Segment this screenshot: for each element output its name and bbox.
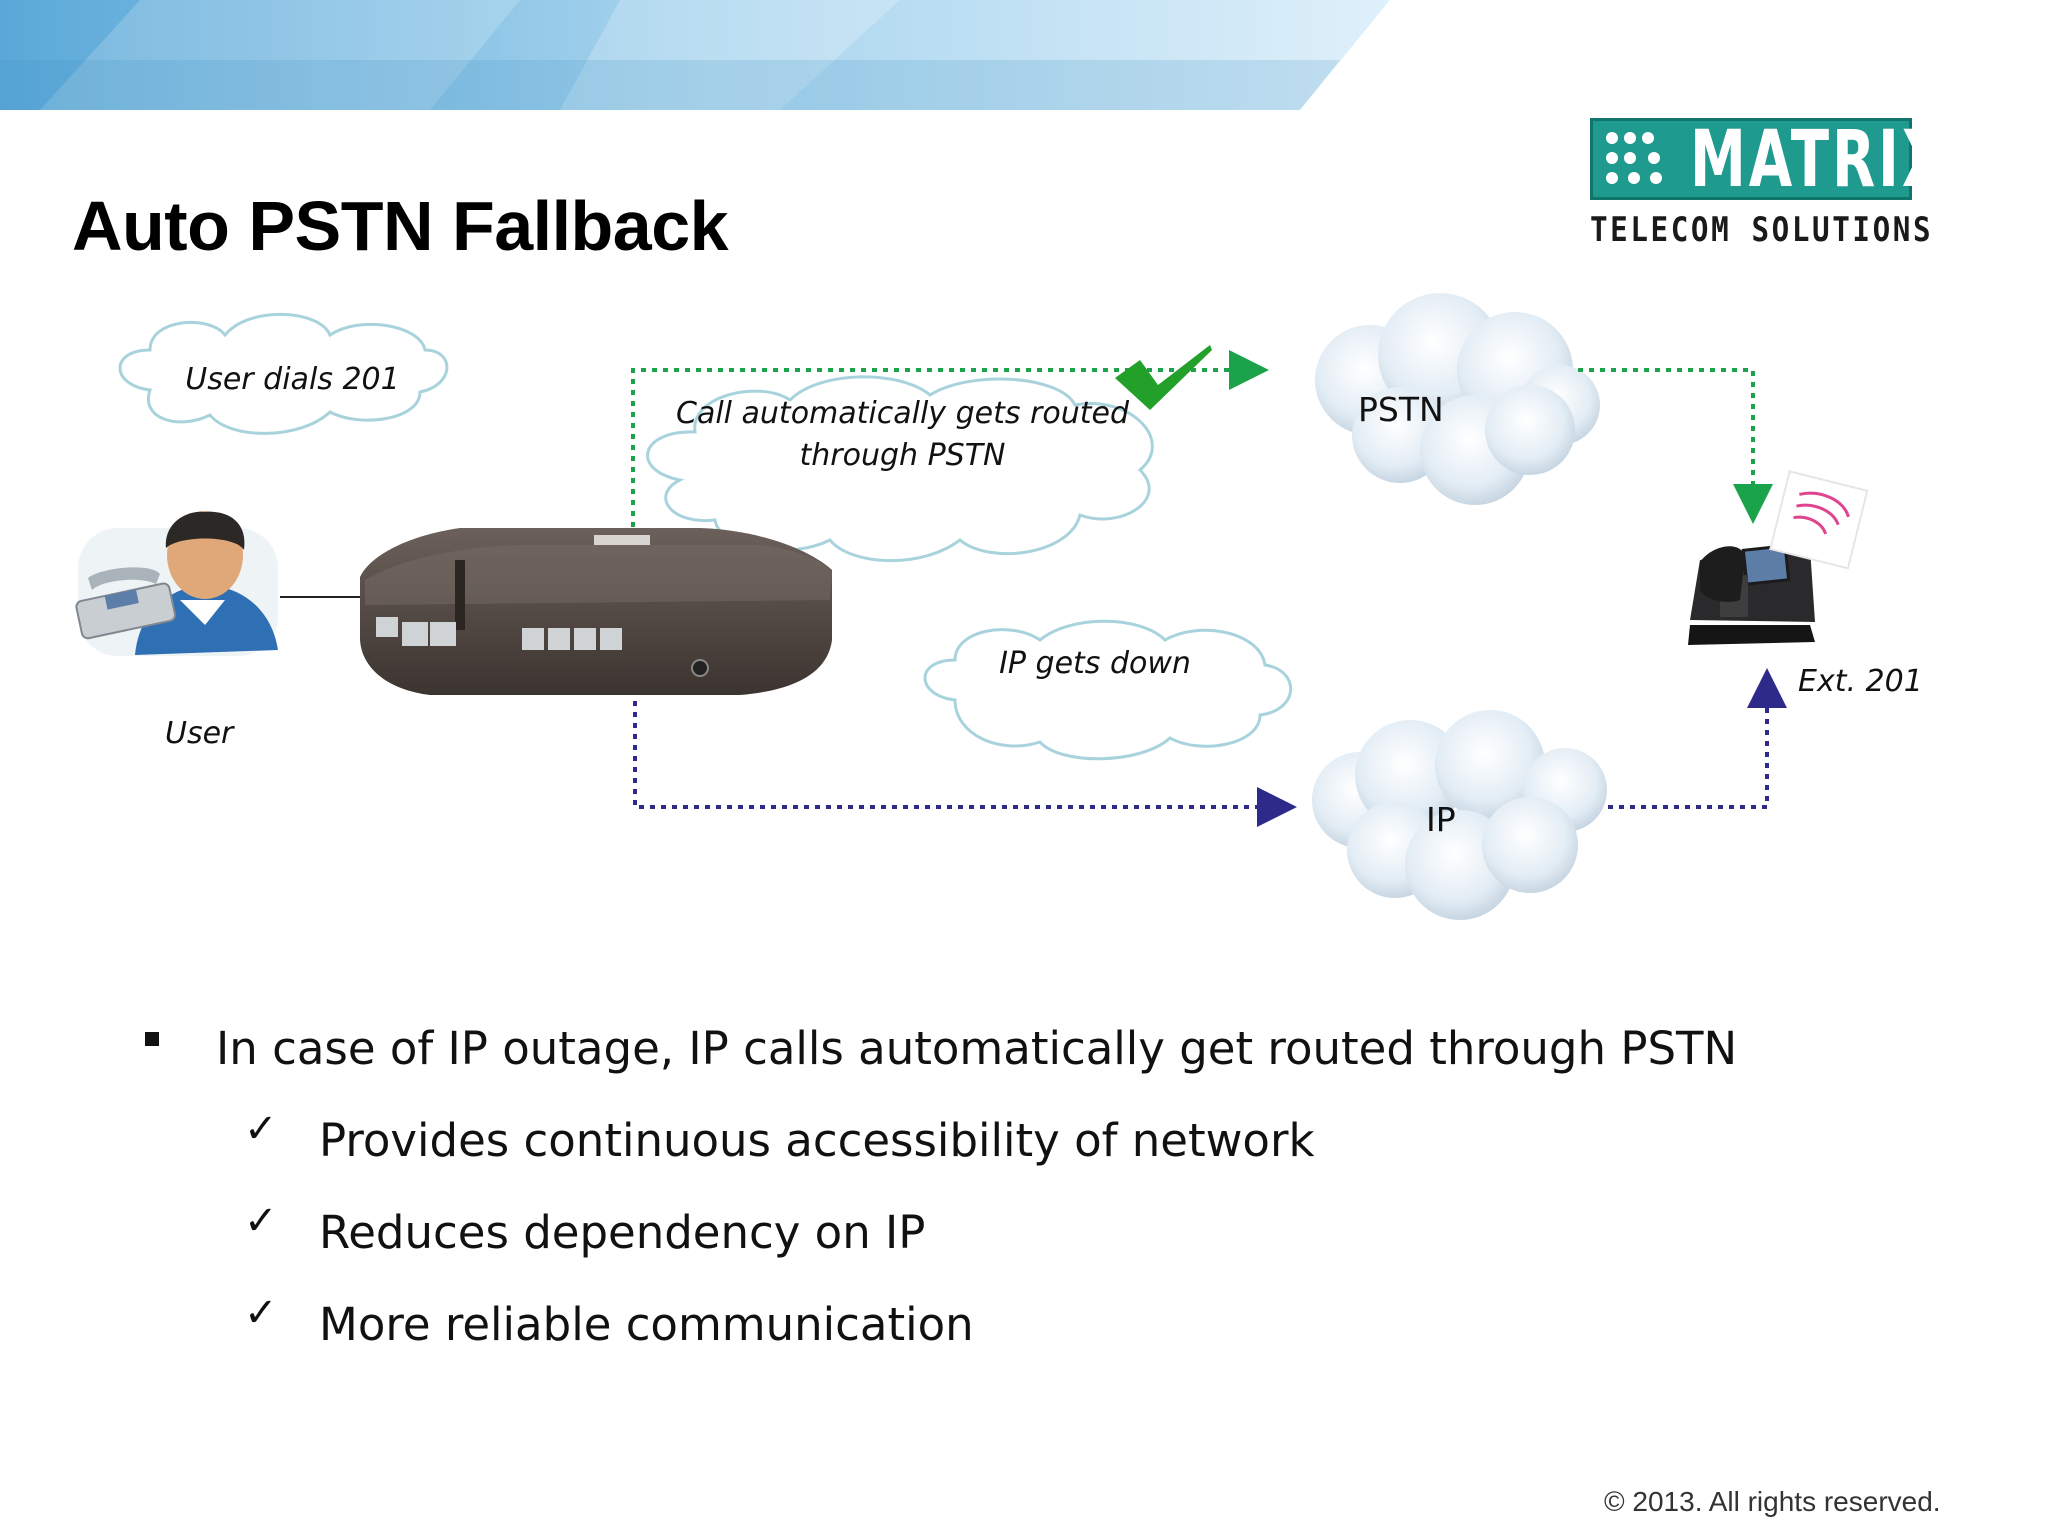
cloud-ip-down — [923, 619, 1293, 761]
cloud-routed-text-2: through PSTN — [799, 438, 1006, 473]
checkmark-icon: ✓ — [244, 1198, 278, 1244]
ext-label: Ext. 201 — [1798, 664, 1923, 699]
gateway-device-icon — [360, 528, 832, 695]
header-banner — [0, 0, 1390, 110]
sub-bullet: Provides continuous accessibility of net… — [319, 1114, 1315, 1167]
desk-phone-icon — [75, 567, 176, 640]
ip-cloud — [1312, 710, 1607, 920]
logo-dots-icon — [1606, 132, 1662, 184]
checkmark-icon: ✓ — [244, 1290, 278, 1336]
page-title: Auto PSTN Fallback — [72, 187, 729, 265]
user-label: User — [165, 716, 234, 751]
pstn-cloud — [1315, 293, 1600, 505]
ip-route — [633, 668, 1787, 827]
cloud-routed-text-1: Call automatically gets routed — [676, 396, 1129, 431]
ip-label: IP — [1426, 800, 1456, 839]
cloud-user-dials — [118, 312, 449, 435]
antenna-icon — [455, 560, 465, 630]
bullet-square-icon — [145, 1032, 159, 1046]
logo-badge — [1590, 118, 1912, 200]
sub-bullet: Reduces dependency on IP — [319, 1206, 926, 1259]
network-clouds — [1312, 293, 1607, 920]
logo-tagline: TELECOM SOLUTIONS — [1590, 210, 1934, 250]
check-icon — [1115, 345, 1212, 410]
pstn-label: PSTN — [1358, 390, 1444, 429]
cloud-user-dials-text: User dials 201 — [185, 362, 400, 397]
ip-route-to-ext — [1608, 668, 1787, 809]
pstn-route-to-ext — [1578, 368, 1773, 524]
cloud-outlines — [118, 312, 1293, 761]
logo-word: MATRIX — [1690, 115, 1949, 205]
ext-phone-icon — [1688, 544, 1815, 645]
cloud-routed — [646, 375, 1154, 563]
cloud-ip-down-text: IP gets down — [999, 646, 1191, 681]
copyright-footer: © 2013. All rights reserved. — [1604, 1486, 1941, 1517]
bullet-main: In case of IP outage, IP calls automatic… — [216, 1022, 1738, 1075]
user-avatar-icon — [75, 511, 278, 656]
ringing-icon — [1769, 470, 1869, 570]
pstn-route-to-cloud — [631, 350, 1269, 560]
sub-bullet: More reliable communication — [319, 1298, 974, 1351]
pstn-route — [631, 350, 1773, 560]
checkmark-icon: ✓ — [244, 1106, 278, 1152]
